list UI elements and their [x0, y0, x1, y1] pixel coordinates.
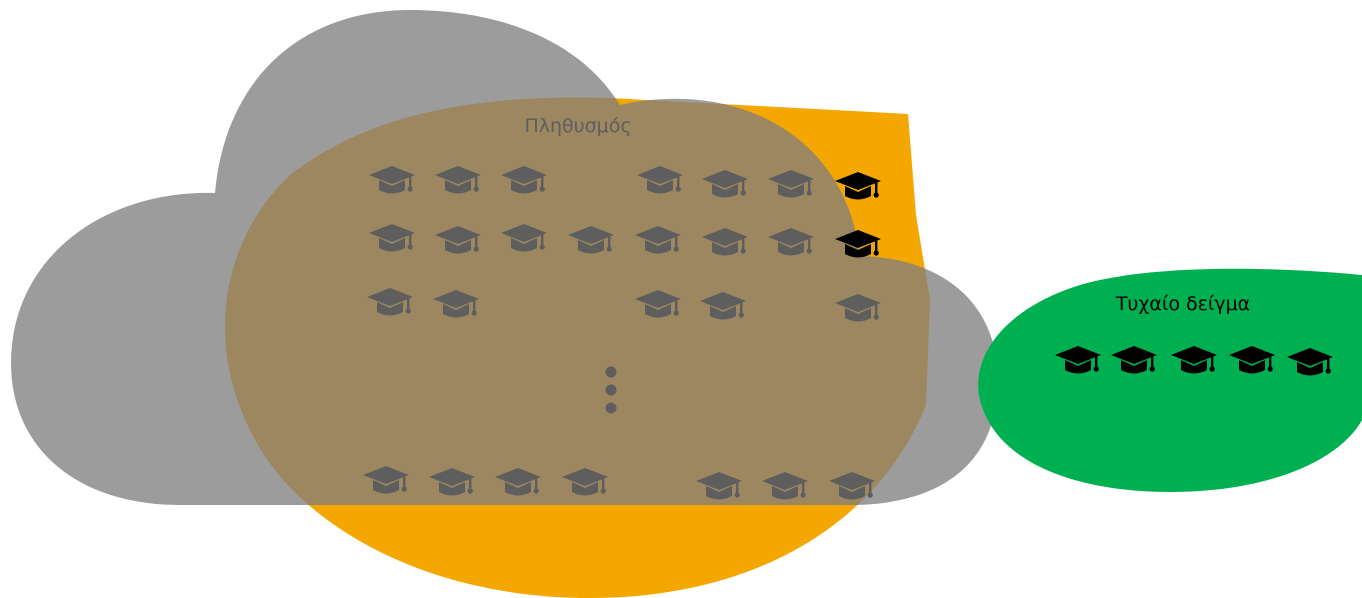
sample-ellipse [978, 268, 1362, 492]
vertical-ellipsis-icon [605, 366, 617, 414]
sample-label: Τυχαίο δείγμα [1115, 293, 1250, 315]
population-label: Πληθυσμός [524, 115, 631, 137]
